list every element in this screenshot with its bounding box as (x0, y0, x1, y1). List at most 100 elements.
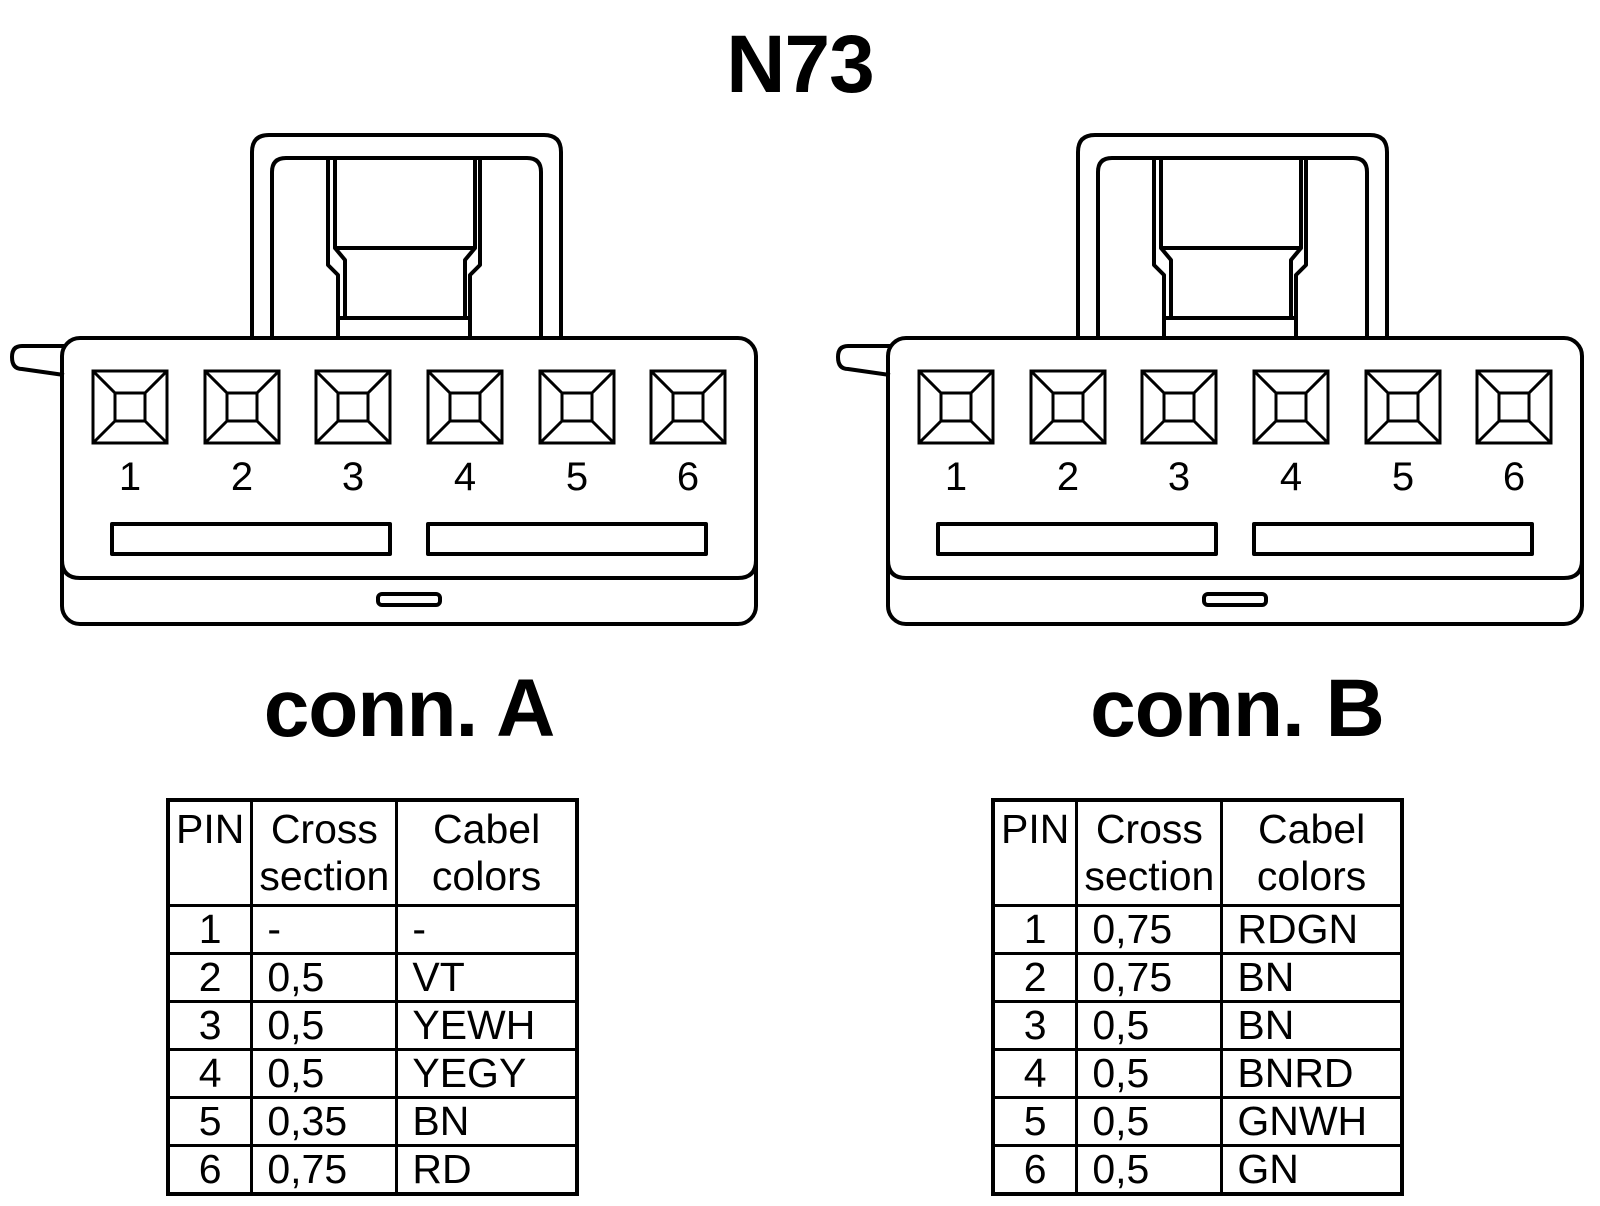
latch-clip (326, 158, 482, 336)
pin-cell: 4 (991, 1048, 1079, 1099)
pin-cavity: 2 (203, 369, 281, 499)
pin-cavity: 1 (91, 369, 169, 499)
window-left (110, 522, 392, 556)
header-cross-section: Cross section (1075, 798, 1224, 907)
header-cross-section: Cross section (250, 798, 399, 907)
side-tab (836, 344, 891, 377)
pin-cell: 5 (991, 1096, 1079, 1147)
cross-section-cell: 0,5 (1075, 1096, 1224, 1147)
header-pin: PIN (166, 798, 254, 907)
pin-number-label: 1 (119, 455, 141, 499)
connector-body (60, 336, 758, 626)
pin-cell: 4 (166, 1048, 254, 1099)
cross-section-cell: 0,5 (250, 1048, 399, 1099)
pin-number-label: 3 (1168, 455, 1190, 499)
latch-clip-inner (333, 158, 477, 318)
latch-clip (1152, 158, 1308, 336)
cable-color-cell: BN (1220, 952, 1404, 1003)
pin-cavity: 3 (1140, 369, 1218, 499)
pin-cavity: 3 (314, 369, 392, 499)
cable-color-cell: - (395, 904, 579, 955)
header-cable-colors: Cabel colors (395, 798, 579, 907)
pin-number-label: 3 (342, 455, 364, 499)
body-step (886, 559, 1584, 580)
cable-color-cell: GNWH (1220, 1096, 1404, 1147)
table-header-row: PIN Cross section Cabel colors (991, 798, 1404, 907)
connector-b-label: conn. B (1090, 663, 1385, 754)
cross-section-cell: - (250, 904, 399, 955)
latch-clip-inner (1159, 158, 1303, 318)
connector-body (886, 336, 1584, 626)
header-cable-colors: Cabel colors (1220, 798, 1404, 907)
cross-section-cell: 0,5 (1075, 1048, 1224, 1099)
latch-outer (250, 133, 563, 336)
pin-cell: 2 (166, 952, 254, 1003)
header-pin: PIN (991, 798, 1079, 907)
cable-color-cell: GN (1220, 1144, 1404, 1196)
connector-a-drawing: 1 2 3 4 5 6 (10, 133, 758, 626)
bottom-slot (1202, 592, 1268, 607)
cross-section-cell: 0,5 (250, 1000, 399, 1051)
pin-cell: 2 (991, 952, 1079, 1003)
body-step (60, 559, 758, 580)
window-right (426, 522, 708, 556)
cable-color-cell: YEWH (395, 1000, 579, 1051)
cable-color-cell: VT (395, 952, 579, 1003)
pin-number-label: 1 (945, 455, 967, 499)
cable-color-cell: YEGY (395, 1048, 579, 1099)
cross-section-cell: 0,35 (250, 1096, 399, 1147)
pin-cavity: 2 (1029, 369, 1107, 499)
table-row: 1-- (166, 904, 579, 955)
pin-number-label: 5 (566, 455, 588, 499)
cross-section-cell: 0,75 (1075, 952, 1224, 1003)
pin-cell: 3 (166, 1000, 254, 1051)
cross-section-cell: 0,75 (250, 1144, 399, 1196)
pin-number-label: 4 (1280, 455, 1302, 499)
cross-section-cell: 0,75 (1075, 904, 1224, 955)
pin-cell: 1 (991, 904, 1079, 955)
pin-cavity: 5 (538, 369, 616, 499)
pin-cavity: 1 (917, 369, 995, 499)
latch-outer (1076, 133, 1389, 336)
diagram-title: N73 (726, 19, 874, 110)
table-header-row: PIN Cross section Cabel colors (166, 798, 579, 907)
pin-number-label: 2 (231, 455, 253, 499)
cross-section-cell: 0,5 (250, 952, 399, 1003)
cross-section-cell: 0,5 (1075, 1144, 1224, 1196)
cable-color-cell: BNRD (1220, 1048, 1404, 1099)
pin-cell: 3 (991, 1000, 1079, 1051)
pin-number-label: 4 (454, 455, 476, 499)
pin-cavity: 5 (1364, 369, 1442, 499)
cable-color-cell: RD (395, 1144, 579, 1196)
window-right (1252, 522, 1534, 556)
pin-cell: 6 (991, 1144, 1079, 1196)
pin-cell: 1 (166, 904, 254, 955)
pin-cavity: 4 (426, 369, 504, 499)
latch-inner (1096, 156, 1369, 336)
pin-cavity: 6 (649, 369, 727, 499)
window-left (936, 522, 1218, 556)
pin-cell: 6 (166, 1144, 254, 1196)
pin-number-label: 6 (677, 455, 699, 499)
bottom-slot (376, 592, 442, 607)
pin-cavity: 6 (1475, 369, 1553, 499)
pin-cavity: 4 (1252, 369, 1330, 499)
cable-color-cell: BN (1220, 1000, 1404, 1051)
pin-cell: 5 (166, 1096, 254, 1147)
cross-section-cell: 0,5 (1075, 1000, 1224, 1051)
connector-a-label: conn. A (263, 663, 556, 754)
